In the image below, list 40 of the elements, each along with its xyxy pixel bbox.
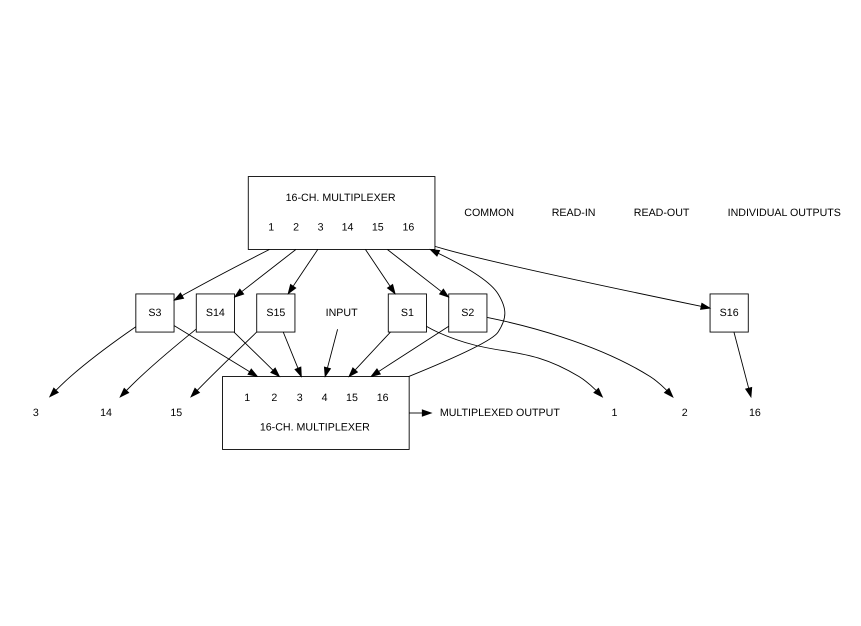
node-box: S16 (710, 293, 749, 333)
node-box: S14 (196, 293, 235, 333)
arrow (287, 249, 318, 295)
node-text: 1 (612, 406, 618, 419)
arrow (408, 409, 433, 417)
node-box: S3 (135, 293, 174, 333)
arrow (365, 249, 396, 295)
node-text: 15 (170, 406, 182, 419)
node-text: 2 (682, 406, 688, 419)
arrow (190, 332, 258, 398)
arrow (486, 317, 674, 398)
arrow (234, 249, 296, 298)
arrow (173, 249, 270, 301)
arrow (408, 248, 506, 377)
arrow (324, 328, 338, 378)
node-text: 3 (32, 406, 39, 419)
node-box: S1 (388, 293, 427, 333)
arrow (234, 332, 280, 378)
node-text: MULTIPLEXED OUTPUT (440, 406, 560, 419)
label: INDIVIDUAL OUTPUTS (728, 206, 841, 219)
label: READ-IN (552, 206, 596, 219)
arrow (434, 246, 712, 310)
label: COMMON (464, 206, 514, 219)
arrow (370, 326, 450, 378)
node-text: INPUT (326, 306, 358, 319)
arrow (119, 328, 197, 398)
arrow (48, 326, 136, 398)
node-box: S15 (256, 293, 296, 333)
arrow (348, 332, 391, 378)
node-box: S2 (448, 293, 488, 333)
arrow (426, 326, 604, 398)
node-box: 1 2 3 4 15 16 16-CH. MULTIPLEXER (222, 376, 410, 450)
arrow (282, 332, 302, 378)
node-text: 16 (749, 406, 761, 419)
node-box: 16-CH. MULTIPLEXER 1 2 3 14 15 16 (248, 176, 436, 250)
arrow (387, 249, 450, 298)
arrow (174, 325, 258, 378)
label: READ-OUT (634, 206, 690, 219)
arrow (734, 332, 752, 398)
node-text: 14 (100, 406, 112, 419)
